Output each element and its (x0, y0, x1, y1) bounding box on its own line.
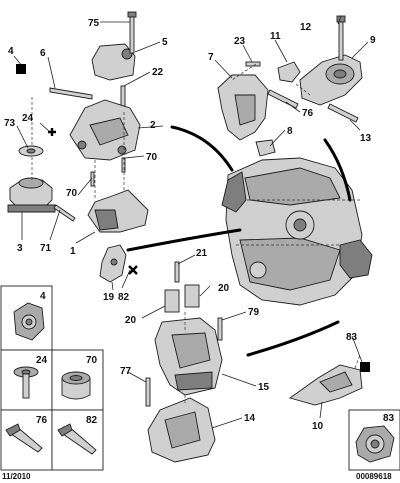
callout-8: 8 (287, 126, 293, 137)
callout-14: 14 (244, 413, 256, 424)
callout-15: 15 (258, 382, 270, 393)
upper-left-mount-assembly (7, 11, 149, 233)
connection-lines (126, 125, 352, 357)
callout-1: 1 (70, 246, 76, 257)
bracket-19-assembly (99, 244, 127, 283)
drawing-date: 11/2010 (2, 472, 31, 481)
detail-box-82: 82 (51, 409, 104, 471)
svg-text:4: 4 (40, 291, 46, 302)
callout-10: 10 (312, 421, 324, 432)
callout-20-left: 20 (125, 315, 137, 326)
svg-text:24: 24 (36, 355, 48, 366)
svg-text:76: 76 (36, 415, 48, 426)
detail-box-4: 4 (0, 285, 53, 351)
square-marker-83 (360, 362, 370, 372)
callout-24: 24 (22, 113, 34, 124)
callout-labels: 75 5 4 6 22 73 24 2 70 70 3 71 1 23 11 1… (4, 18, 376, 432)
callout-9: 9 (370, 35, 376, 46)
callout-23: 23 (234, 36, 246, 47)
callout-5: 5 (162, 37, 168, 48)
drawing-reference-number: 00089618 (356, 472, 392, 481)
callout-79: 79 (248, 307, 260, 318)
callout-6: 6 (40, 48, 46, 59)
callout-20-right: 20 (218, 283, 230, 294)
svg-text:82: 82 (86, 415, 98, 426)
callout-12: 12 (300, 22, 312, 33)
callout-71: 71 (40, 243, 52, 254)
lower-right-bracket-assembly (288, 354, 363, 406)
engine-block (221, 157, 373, 306)
callout-4: 4 (8, 46, 14, 57)
svg-text:70: 70 (86, 355, 98, 366)
callout-77: 77 (120, 366, 132, 377)
callout-11: 11 (270, 31, 281, 42)
square-marker-4 (16, 64, 26, 74)
detail-box-70: 70 (51, 349, 104, 411)
lower-center-mount-assembly (145, 261, 223, 463)
callout-70-upper: 70 (146, 152, 158, 163)
detail-box-76: 76 (0, 409, 53, 471)
callout-3: 3 (17, 243, 23, 254)
svg-text:83: 83 (383, 413, 395, 424)
cross-marker-24 (48, 128, 56, 136)
callout-21: 21 (196, 248, 208, 259)
detail-box-83: 83 (348, 409, 400, 471)
detail-box-24: 24 (0, 349, 53, 411)
callout-22: 22 (152, 67, 164, 78)
callout-7: 7 (208, 52, 214, 63)
callout-70-lower: 70 (66, 188, 78, 199)
callout-83: 83 (346, 332, 358, 343)
callout-2: 2 (150, 120, 156, 131)
callout-13: 13 (360, 133, 372, 144)
callout-75: 75 (88, 18, 100, 29)
callout-19: 19 (103, 292, 115, 303)
upper-right-mount-assembly (217, 15, 363, 157)
reference-markers (16, 64, 370, 372)
cross-marker-82 (128, 265, 138, 275)
callout-73: 73 (4, 118, 16, 129)
callout-76: 76 (302, 108, 314, 119)
callout-82: 82 (118, 292, 130, 303)
